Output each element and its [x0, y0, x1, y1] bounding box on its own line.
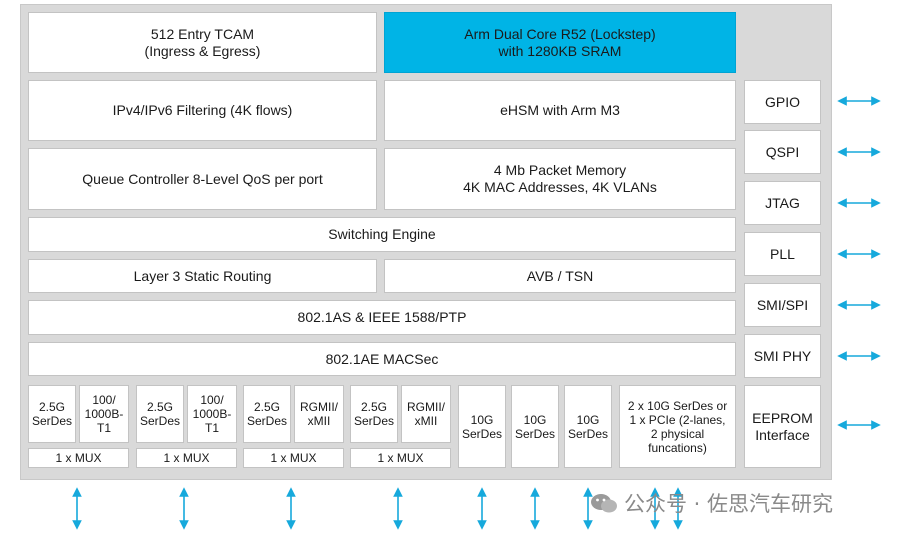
smi-phy-interface: SMI PHY	[744, 334, 821, 378]
watermark-text: 公众号 · 佐思汽车研究	[624, 492, 834, 516]
port-serdes-2g5-3: 2.5G SerDes	[243, 385, 291, 443]
queue-controller-block: Queue Controller 8-Level QoS per port	[28, 148, 377, 210]
port-serdes-10g-1: 10G SerDes	[458, 385, 506, 468]
port-1000base-t1-2: 100/ 1000B- T1	[187, 385, 237, 443]
port-serdes-10g-2: 10G SerDes	[511, 385, 559, 468]
port-serdes-2g5-1: 2.5G SerDes	[28, 385, 76, 443]
eeprom-interface: EEPROM Interface	[744, 385, 821, 468]
watermark: 公众号 · 佐思汽车研究	[590, 488, 833, 518]
packet-memory-block: 4 Mb Packet Memory 4K MAC Addresses, 4K …	[384, 148, 736, 210]
mux-3: 1 x MUX	[243, 448, 344, 468]
mux-1: 1 x MUX	[28, 448, 129, 468]
ptp-block: 802.1AS & IEEE 1588/PTP	[28, 300, 736, 335]
mux-2: 1 x MUX	[136, 448, 237, 468]
gpio-interface: GPIO	[744, 80, 821, 124]
qspi-interface: QSPI	[744, 130, 821, 174]
tcam-block: 512 Entry TCAM (Ingress & Egress)	[28, 12, 377, 73]
port-serdes-2g5-2: 2.5G SerDes	[136, 385, 184, 443]
jtag-interface: JTAG	[744, 181, 821, 225]
mux-4: 1 x MUX	[350, 448, 451, 468]
pll-interface: PLL	[744, 232, 821, 276]
switching-engine-block: Switching Engine	[28, 217, 736, 252]
ipv4-filter-block: IPv4/IPv6 Filtering (4K flows)	[28, 80, 377, 141]
arm-r52-block: Arm Dual Core R52 (Lockstep) with 1280KB…	[384, 12, 736, 73]
layer3-routing-block: Layer 3 Static Routing	[28, 259, 377, 293]
macsec-block: 802.1AE MACSec	[28, 342, 736, 376]
port-serdes-2g5-4: 2.5G SerDes	[350, 385, 398, 443]
port-serdes-10g-3: 10G SerDes	[564, 385, 612, 468]
port-rgmii-1: RGMII/ xMII	[294, 385, 344, 443]
port-rgmii-2: RGMII/ xMII	[401, 385, 451, 443]
port-1000base-t1-1: 100/ 1000B- T1	[79, 385, 129, 443]
ehsm-block: eHSM with Arm M3	[384, 80, 736, 141]
wechat-icon	[591, 494, 617, 513]
smi-spi-interface: SMI/SPI	[744, 283, 821, 327]
port-serdes-pcie-combo: 2 x 10G SerDes or 1 x PCIe (2-lanes, 2 p…	[619, 385, 736, 468]
avb-tsn-block: AVB / TSN	[384, 259, 736, 293]
